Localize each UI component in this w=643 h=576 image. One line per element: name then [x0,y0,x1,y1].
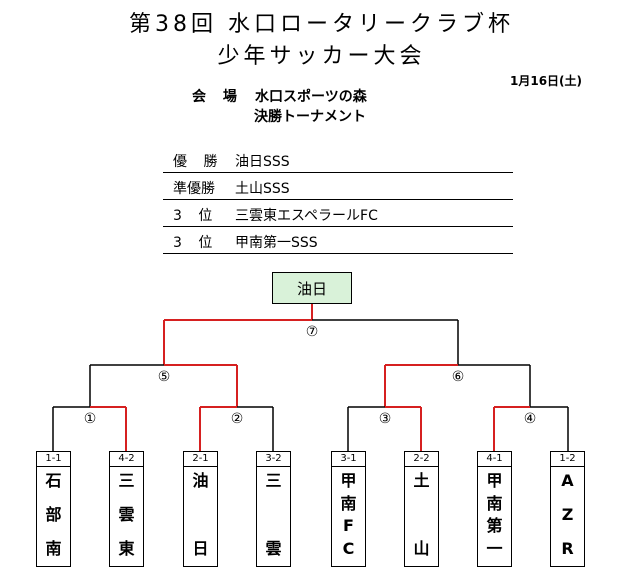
team-char: C [342,538,355,558]
team-label: 甲 南 F C [332,467,365,563]
team-char: F [343,516,354,536]
team-char: 三 [118,471,135,490]
match-number-7: ⑦ [304,324,320,340]
team-label: 油 日 [184,467,217,563]
tournament-subtitle: 少年サッカー大会 [217,44,426,69]
team-score: 1-1 [37,452,70,467]
team-char: 甲 [486,471,503,490]
team-char: 油 [192,471,209,490]
team-label: 土 山 [405,467,438,563]
team-score: 1-2 [551,452,584,467]
team-box-7: 4-1 甲 南 第 一 [477,451,512,567]
team-char: 三 [265,471,282,490]
team-score: 4-2 [110,452,143,467]
team-char: 土 [413,471,430,490]
team-name: 油日SSS [235,154,290,170]
team-char: 石 [45,471,62,490]
team-name: 三雲東エスペラールFC [235,208,378,224]
team-char: 雲 [118,505,135,524]
rank-label: 準優勝 [173,181,215,197]
team-char: 日 [192,539,209,558]
team-label: 石 部 南 [37,467,70,563]
team-box-1: 1-1 石 部 南 [36,451,71,567]
result-row-1: 優 勝 油日SSS [163,146,513,173]
team-char: 甲 [340,471,357,490]
match-number-1: ① [82,411,98,427]
tournament-title: 第38回 水口ロータリークラブ杯 [129,12,514,37]
team-char: 南 [45,539,62,558]
team-score: 2-1 [184,452,217,467]
result-row-4: 3 位 甲南第一SSS [163,227,513,254]
result-row-3: 3 位 三雲東エスペラールFC [163,200,513,227]
match-number-6: ⑥ [450,369,466,385]
team-box-6: 2-2 土 山 [404,451,439,567]
team-label: 三 雲 [257,467,290,563]
bracket-heading: 決勝トーナメント [254,109,366,125]
team-label: A Z R [551,467,584,563]
team-score: 3-1 [332,452,365,467]
rank-label: 優 勝 [173,154,224,170]
team-char: 一 [486,538,503,558]
team-name: 土山SSS [235,181,290,197]
results-table: 優 勝 油日SSS 準優勝 土山SSS 3 位 三雲東エスペラールFC 3 位 … [163,146,513,254]
rank-label: 3 位 [173,235,219,251]
team-box-3: 2-1 油 日 [183,451,218,567]
team-label: 三 雲 東 [110,467,143,563]
team-char: R [561,539,574,558]
result-row-2: 準優勝 土山SSS [163,173,513,200]
team-char: A [561,471,574,490]
match-number-2: ② [229,411,245,427]
venue-name: 水口スポーツの森 [255,89,367,105]
match-number-4: ④ [522,411,538,427]
rank-label: 3 位 [173,208,219,224]
team-box-8: 1-2 A Z R [550,451,585,567]
team-char: 山 [413,539,430,558]
team-score: 4-1 [478,452,511,467]
match-number-5: ⑤ [156,369,172,385]
team-score: 3-2 [257,452,290,467]
team-name: 甲南第一SSS [235,235,318,251]
team-score: 2-2 [405,452,438,467]
team-label: 甲 南 第 一 [478,467,511,563]
venue-label: 会 場 [192,89,243,105]
team-char: 南 [340,493,357,513]
champion-box: 油日 [272,272,352,304]
team-box-5: 3-1 甲 南 F C [331,451,366,567]
team-char: Z [561,505,574,524]
team-char: 南 [486,493,503,513]
team-char: 部 [45,505,62,524]
team-char: 第 [486,516,503,536]
event-date: 1月16日(土) [510,74,583,88]
team-char: 東 [118,539,135,558]
match-number-3: ③ [377,411,393,427]
team-char: 雲 [265,539,282,558]
team-box-2: 4-2 三 雲 東 [109,451,144,567]
team-box-4: 3-2 三 雲 [256,451,291,567]
